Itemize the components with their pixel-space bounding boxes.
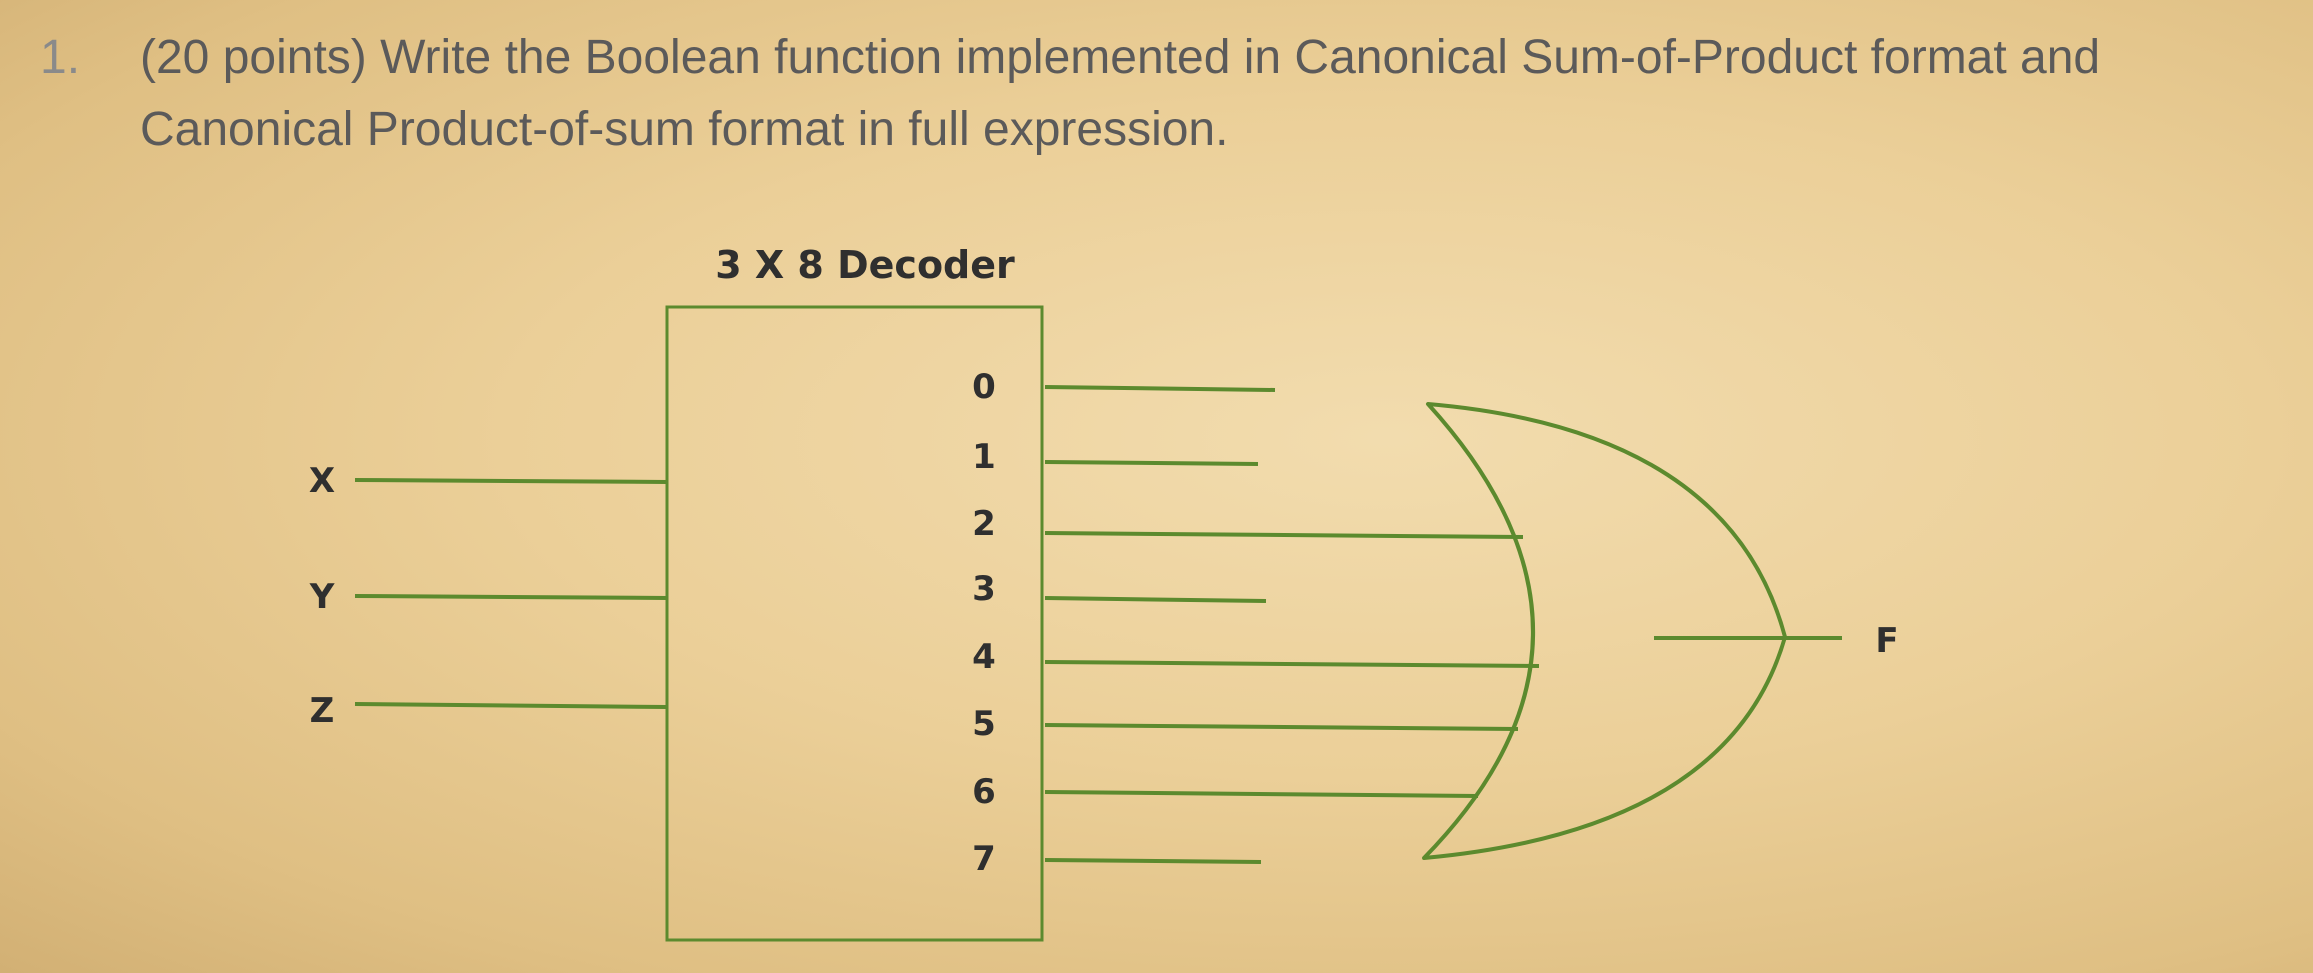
output-wire-7 <box>1044 858 1262 864</box>
output-label-2: 2 <box>972 504 996 544</box>
question-number: 1. <box>40 31 81 84</box>
input-label-x: X <box>309 461 335 501</box>
question-line-2: Canonical Product-of-sum format in full … <box>40 94 2280 166</box>
decoder-title: 3 X 8 Decoder <box>715 243 1015 287</box>
output-label-5: 5 <box>972 704 996 744</box>
or-gate <box>1422 402 1787 860</box>
input-wire-x <box>354 478 668 484</box>
output-wire-5 <box>1044 723 1519 731</box>
output-label-0: 0 <box>972 367 996 407</box>
output-wire-4 <box>1044 660 1540 668</box>
question-text: 1. (20 points) Write the Boolean function… <box>40 22 2280 166</box>
question-line-1: 1. (20 points) Write the Boolean function… <box>40 22 2280 94</box>
output-label-6: 6 <box>972 772 996 812</box>
input-wire-z <box>354 702 668 709</box>
output-label-4: 4 <box>972 637 996 677</box>
decoder-box <box>665 305 1044 942</box>
input-wire-y <box>354 594 668 600</box>
question-prompt: (20 points) Write the Boolean function i… <box>140 31 2101 84</box>
output-label-3: 3 <box>972 569 996 609</box>
output-wire-2 <box>1044 531 1524 539</box>
output-label-7: 7 <box>972 839 996 879</box>
output-label-1: 1 <box>972 437 996 477</box>
output-label-f: F <box>1875 621 1898 661</box>
question-prompt-continued: Canonical Product-of-sum format in full … <box>140 103 1229 156</box>
output-wire-1 <box>1044 460 1259 466</box>
input-label-z: Z <box>310 691 335 731</box>
output-wire-0 <box>1044 385 1276 392</box>
input-label-y: Y <box>309 577 335 617</box>
output-wire-6 <box>1044 790 1479 798</box>
output-wire-3 <box>1044 596 1267 603</box>
